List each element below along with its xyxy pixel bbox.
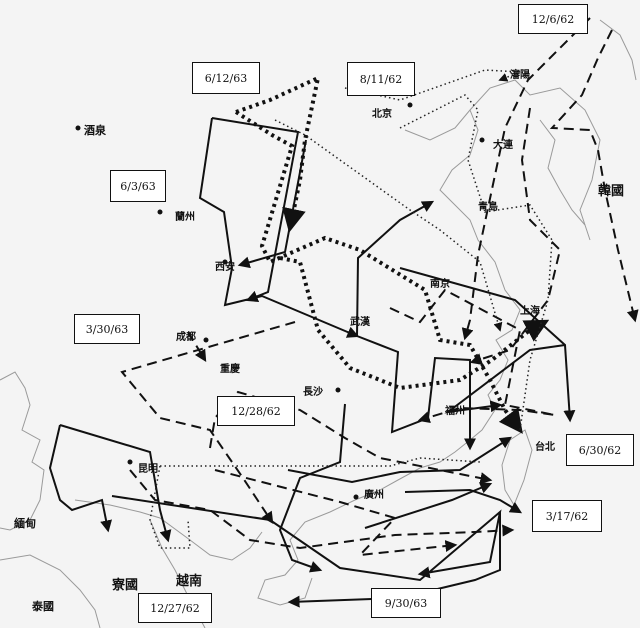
label-beijing: 北京: [372, 109, 392, 120]
date-box-12-27-62: 12/27/62: [138, 593, 212, 623]
fine-dotted-routes: [149, 69, 553, 549]
label-hanguo: 韓國: [598, 184, 625, 199]
date-box-12-28-62: 12/28/62: [217, 396, 295, 426]
city-dot-changsha: [335, 387, 341, 393]
dashed-routes: [120, 17, 639, 557]
label-kunming: 昆明: [138, 464, 158, 475]
date-box-8-11-62: 8/11/62: [347, 62, 415, 96]
city-dot-beijing: [407, 102, 413, 108]
label-taiguo: 泰國: [32, 600, 54, 613]
label-shanghai: 上海: [520, 306, 540, 317]
date-box-12-6-62: 12/6/62: [518, 4, 588, 34]
label-laoguo: 寮國: [112, 578, 139, 593]
city-dot-kunming: [127, 459, 133, 465]
date-box-3-17-62: 3/17/62: [532, 500, 602, 532]
label-chengdu: 成都: [176, 332, 196, 343]
date-box-6-12-63: 6/12/63: [192, 62, 260, 94]
city-dot-lanzhou: [157, 209, 163, 215]
label-nanjing: 南京: [430, 279, 450, 290]
heavy-dotted-routes: [234, 74, 550, 434]
label-yuenan: 越南: [176, 574, 203, 589]
label-fuzhou: 福州: [445, 406, 465, 417]
date-box-6-3-63: 6/3/63: [110, 170, 166, 202]
label-chongqing: 重慶: [220, 364, 240, 375]
label-shenyang: 瀋陽: [510, 70, 530, 81]
city-dot-xian: [222, 259, 228, 265]
city-dot-jiuquan: [75, 125, 81, 131]
label-jiuquan: 酒泉: [84, 124, 106, 137]
label-taibei: 台北: [535, 442, 555, 453]
label-wuhan: 武漢: [350, 317, 370, 328]
label-qingdao: 青島: [478, 202, 498, 213]
city-dot-chengdu: [203, 337, 209, 343]
date-box-3-30-63: 3/30/63: [74, 314, 140, 344]
city-dot-dalian: [479, 137, 485, 143]
label-changsha: 長沙: [303, 387, 323, 398]
date-box-6-30-62: 6/30/62: [566, 434, 634, 466]
label-miandian: 緬甸: [14, 517, 36, 530]
label-dalian: 大連: [493, 140, 513, 151]
date-box-9-30-63: 9/30/63: [371, 588, 441, 618]
city-dot-guangzhou: [353, 494, 359, 500]
label-lanzhou: 蘭州: [175, 212, 195, 223]
label-guangzhou: 廣州: [364, 490, 384, 501]
label-xian: 西安: [215, 262, 235, 273]
city-dots: [75, 102, 485, 500]
